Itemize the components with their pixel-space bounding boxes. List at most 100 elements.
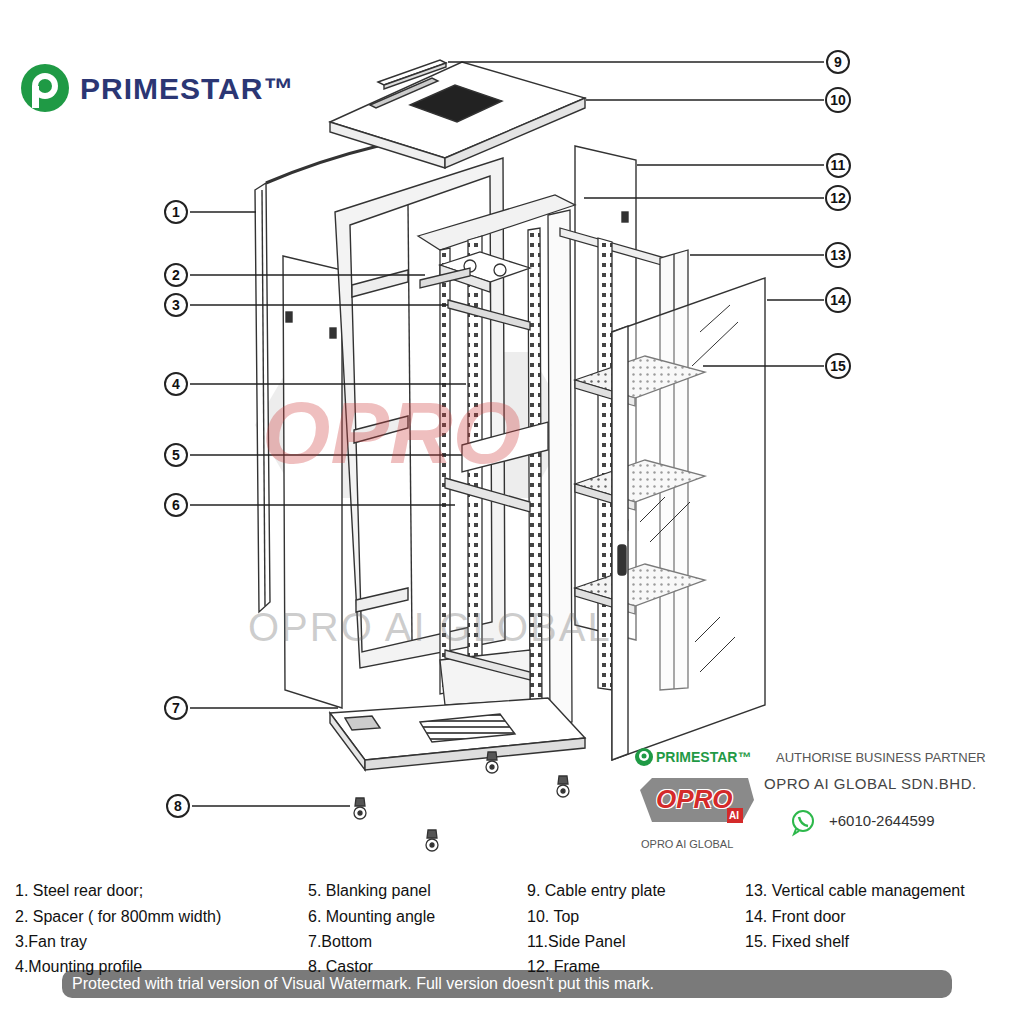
top-cover xyxy=(330,62,585,168)
callout-circle: 2 xyxy=(164,263,188,287)
castor xyxy=(355,798,365,806)
part-list-item: 15. Fixed shelf xyxy=(745,933,849,951)
front-door xyxy=(612,278,765,760)
castor xyxy=(561,789,565,793)
logo-text: OPRO xyxy=(656,785,733,814)
partner-note: AUTHORISE BUSINESS PARTNER xyxy=(776,751,986,765)
part-list-item: 9. Cable entry plate xyxy=(527,882,666,900)
callout-circle: 15 xyxy=(825,353,851,379)
whatsapp-icon xyxy=(799,817,808,826)
castor xyxy=(426,830,438,851)
brand-logo xyxy=(21,64,69,112)
callout-number: 10 xyxy=(830,93,846,107)
callout-circle: 9 xyxy=(826,50,850,74)
castor xyxy=(558,776,568,784)
leader-line xyxy=(703,365,824,366)
whatsapp-icon xyxy=(793,811,813,831)
partner-logo xyxy=(642,754,647,759)
bottom-plate xyxy=(345,716,380,730)
castor xyxy=(358,811,362,815)
leader-line xyxy=(190,62,824,806)
leader-line xyxy=(448,61,824,62)
spacer xyxy=(420,268,470,288)
callout-circle: 10 xyxy=(825,87,851,113)
leader-line xyxy=(690,254,824,255)
watermark: OPRO xyxy=(262,385,521,482)
callout-number: 15 xyxy=(830,359,846,373)
castor xyxy=(354,752,569,851)
leader-line xyxy=(190,304,448,305)
callout-number: 1 xyxy=(172,205,180,219)
partner-logo xyxy=(727,808,743,823)
leader-line xyxy=(190,274,425,275)
part-list-item: 13. Vertical cable management xyxy=(745,882,965,900)
part-list-item: 11.Side Panel xyxy=(527,933,625,951)
cable-entry-plate xyxy=(378,60,446,89)
callout-circle: 13 xyxy=(825,242,851,268)
part-list-item: 5. Blanking panel xyxy=(308,882,431,900)
castor xyxy=(486,752,498,773)
callout-circle: 1 xyxy=(164,200,188,224)
top-cover xyxy=(410,85,502,122)
part-list-item: 4.Mounting profile xyxy=(15,958,142,976)
watermark-bar xyxy=(62,970,952,998)
callout-circle: 11 xyxy=(826,153,851,178)
callout-number: 4 xyxy=(172,377,180,391)
callout-circle: 7 xyxy=(164,696,188,720)
partner-brand: PRIMESTAR™ xyxy=(656,750,751,765)
mounting-angle xyxy=(445,478,530,512)
callout-number: 5 xyxy=(172,448,180,462)
partner-logo xyxy=(639,751,649,761)
callout-number: 13 xyxy=(830,248,846,262)
spacer xyxy=(420,268,530,330)
callout-circle: 8 xyxy=(166,794,190,818)
part-list-item: 1. Steel rear door; xyxy=(15,882,143,900)
brand-logo xyxy=(21,64,69,112)
part-list-item: 3.Fan tray xyxy=(15,933,87,951)
castor xyxy=(490,765,494,769)
watermark-bar xyxy=(62,970,952,998)
partner-logo xyxy=(635,748,754,823)
side-panel-left xyxy=(330,328,336,338)
rear-frame xyxy=(352,270,408,297)
front-door xyxy=(700,305,730,332)
castor xyxy=(354,807,366,819)
bottom-plate xyxy=(330,698,585,770)
whatsapp-icon xyxy=(793,811,813,834)
leader-line xyxy=(584,197,824,198)
leader-line xyxy=(190,707,338,708)
leader-line xyxy=(192,805,350,806)
callout-number: 7 xyxy=(172,701,180,715)
part-list-item: 10. Top xyxy=(527,908,579,926)
callout-circle: 6 xyxy=(164,493,188,517)
castor xyxy=(557,785,569,797)
callout-circle: 3 xyxy=(164,293,188,317)
castor xyxy=(487,752,497,760)
callout-circle: 14 xyxy=(825,287,851,313)
brand-logo xyxy=(38,79,52,93)
side-panel-right xyxy=(622,212,628,222)
whatsapp-icon xyxy=(794,829,799,834)
castor xyxy=(430,843,434,847)
front-door xyxy=(695,617,720,642)
castor xyxy=(354,798,366,819)
castor xyxy=(557,776,569,797)
leader-line xyxy=(190,211,256,212)
mounting-angle xyxy=(445,478,530,680)
watermark: OPRO AI GLOBAL xyxy=(248,605,612,649)
front-door xyxy=(692,322,738,366)
callout-circle: 5 xyxy=(164,443,188,467)
part-list-item: 7.Bottom xyxy=(308,933,372,951)
callout-number: 9 xyxy=(834,55,842,69)
castor xyxy=(426,839,438,851)
bottom-plate xyxy=(420,714,515,742)
callout-number: 6 xyxy=(172,498,180,512)
callout-circle: 4 xyxy=(164,372,188,396)
part-list-item: 2. Spacer ( for 800mm width) xyxy=(15,908,221,926)
logo-caption: OPRO AI GLOBAL xyxy=(641,838,733,850)
front-door xyxy=(612,278,765,760)
spacer xyxy=(448,300,530,330)
